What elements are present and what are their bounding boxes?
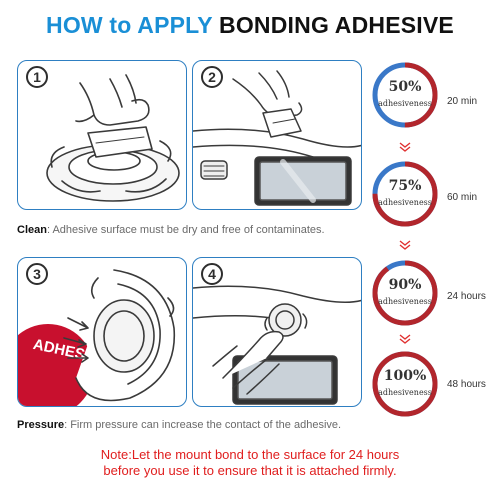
- ring-time-4: 48 hours: [447, 379, 486, 390]
- ring-fill: [372, 161, 438, 227]
- adhesiveness-ring-2: 75% adhesiveness: [371, 160, 439, 228]
- bonding-note: Note:Let the mount bond to the surface f…: [0, 447, 500, 479]
- title-part-bonding-adhesive: BONDING ADHESIVE: [219, 12, 454, 38]
- pressure-keyword: Pressure: [17, 419, 65, 431]
- ring-percent: 100%: [383, 368, 427, 384]
- ring-percent: 50%: [388, 79, 422, 95]
- ring-label: adhesiveness: [378, 99, 432, 108]
- ring-fill: [372, 62, 438, 128]
- step-4-badge: 4: [201, 263, 223, 285]
- ring-time-3: 24 hours: [447, 291, 486, 302]
- adhesiveness-ring-4: 100% adhesiveness: [371, 350, 439, 418]
- note-line-1: Note:Let the mount bond to the surface f…: [100, 447, 400, 462]
- chevron-down-icon: [399, 240, 411, 250]
- title-part-how-to-apply: HOW to APPLY: [46, 12, 213, 38]
- note-line-2: before you use it to ensure that it is a…: [103, 463, 397, 478]
- ring-time-1: 20 min: [447, 96, 478, 107]
- step-3-badge: 3: [26, 263, 48, 285]
- step-2-illustration: [193, 70, 361, 206]
- pressure-text: : Firm pressure can increase the contact…: [64, 419, 342, 431]
- ring-percent: 75%: [388, 178, 422, 194]
- step-3-illustration: ADHESIVE: [18, 269, 176, 406]
- clean-caption: Clean: Adhesive surface must be dry and …: [17, 224, 325, 236]
- step-4-panel: 4: [192, 257, 362, 407]
- ring-label: adhesiveness: [378, 297, 432, 306]
- clean-keyword: Clean: [17, 224, 47, 236]
- step-3-panel: 3 ADHESIVE: [17, 257, 187, 407]
- ring-label: adhesiveness: [378, 388, 432, 397]
- step-1-panel: 1: [17, 60, 187, 210]
- ring-label: adhesiveness: [378, 198, 432, 207]
- step-1-illustration: [46, 74, 180, 202]
- ring-time-2: 60 min: [447, 192, 478, 203]
- step-2-badge: 2: [201, 66, 223, 88]
- adhesiveness-ring-3: 90% adhesiveness: [371, 259, 439, 327]
- step-2-panel: 2: [192, 60, 362, 210]
- adhesiveness-ring-1: 50% adhesiveness: [371, 61, 439, 129]
- ring-fill: [372, 260, 438, 326]
- ring-fill: [372, 351, 438, 417]
- step-4-illustration: [193, 285, 361, 405]
- step-1-badge: 1: [26, 66, 48, 88]
- clean-text: : Adhesive surface must be dry and free …: [46, 224, 325, 236]
- pressure-caption: Pressure: Firm pressure can increase the…: [17, 419, 341, 431]
- ring-percent: 90%: [388, 277, 422, 293]
- chevron-down-icon: [399, 334, 411, 344]
- chevron-down-icon: [399, 142, 411, 152]
- page-title: HOW to APPLY BONDING ADHESIVE: [0, 12, 500, 39]
